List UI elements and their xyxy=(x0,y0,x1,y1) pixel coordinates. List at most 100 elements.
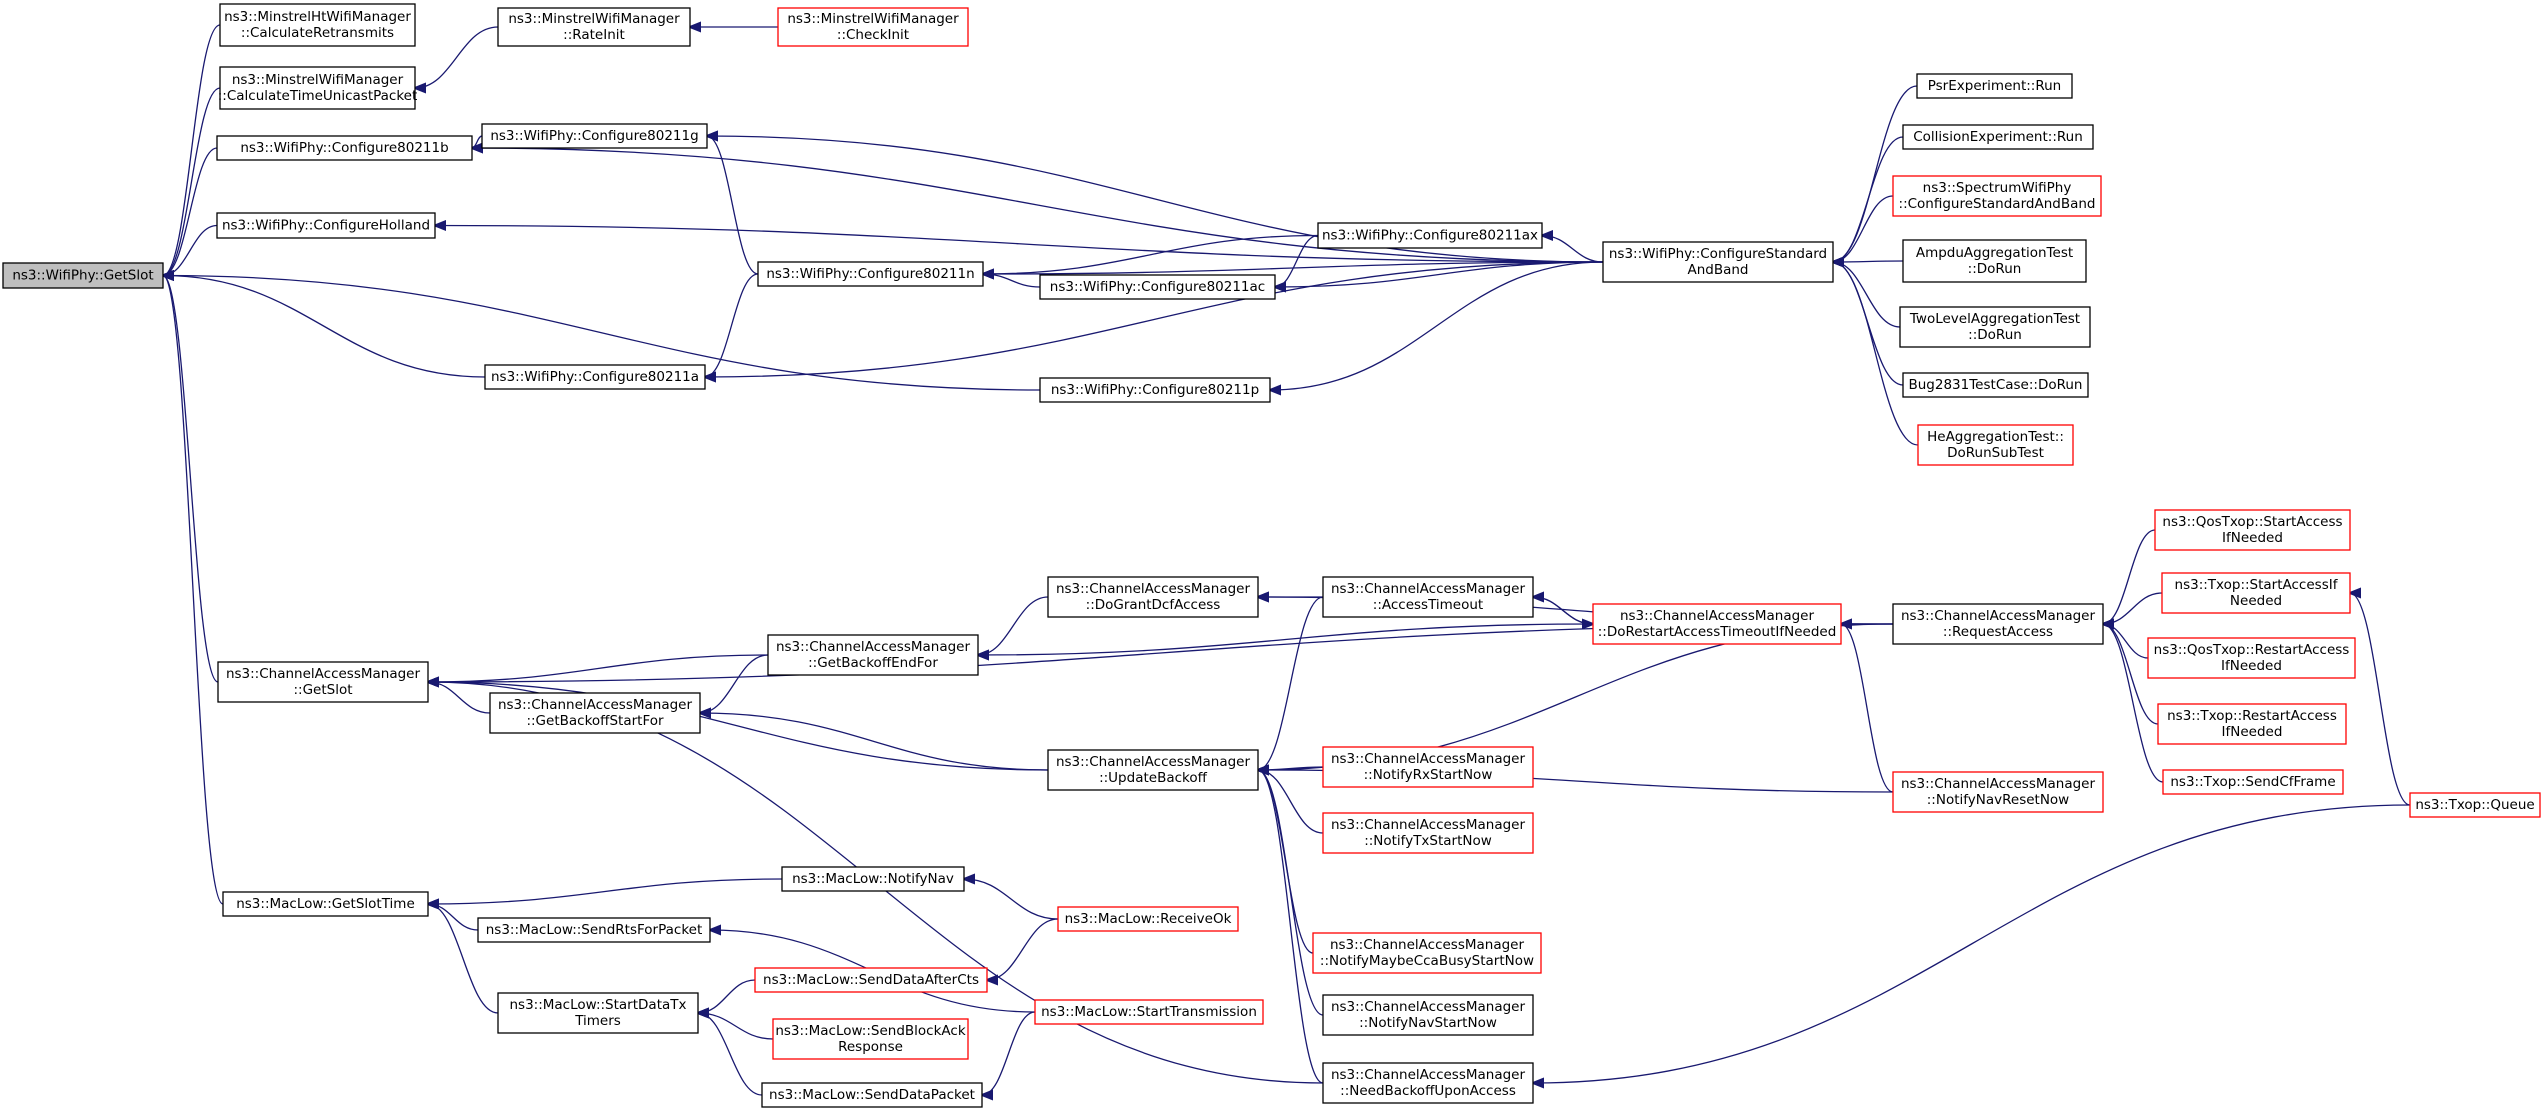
node-receiveok[interactable]: ns3::MacLow::ReceiveOk xyxy=(1057,906,1239,932)
node-senddataaftercts[interactable]: ns3::MacLow::SendDataAfterCts xyxy=(754,967,988,993)
node-label: ::NeedBackoffUponAccess xyxy=(1340,1083,1516,1099)
node-label: ::UpdateBackoff xyxy=(1099,770,1208,786)
node-csab[interactable]: ns3::WifiPhy::ConfigureStandardAndBand xyxy=(1602,241,1834,283)
node-c80211ax[interactable]: ns3::WifiPhy::Configure80211ax xyxy=(1317,222,1543,249)
node-starttx[interactable]: ns3::MacLow::StartTransmission xyxy=(1034,999,1264,1025)
edge-csab-to-c80211b xyxy=(472,148,1604,263)
node-c80211g[interactable]: ns3::WifiPhy::Configure80211g xyxy=(481,123,708,149)
node-label: ::DoRun xyxy=(1968,261,2022,277)
node-box xyxy=(216,212,436,239)
node-label: ns3::WifiPhy::Configure80211p xyxy=(1051,382,1259,398)
node-box xyxy=(1057,906,1239,932)
node-label: ns3::WifiPhy::Configure80211n xyxy=(766,266,974,282)
node-label: ns3::MinstrelHtWifiManager xyxy=(224,9,411,25)
node-box xyxy=(1602,241,1834,283)
node-getslottime[interactable]: ns3::MacLow::GetSlotTime xyxy=(222,891,429,917)
node-bug2831[interactable]: Bug2831TestCase::DoRun xyxy=(1902,372,2089,398)
edge-accesstimeout-to-dorestart xyxy=(1532,596,1593,624)
node-label: ns3::ChannelAccessManager xyxy=(226,666,421,682)
node-label: CollisionExperiment::Run xyxy=(1913,129,2083,145)
node-ampdu[interactable]: AmpduAggregationTest::DoRun xyxy=(1902,239,2087,283)
edge-rateinit-to-minstrelcalc xyxy=(415,26,499,88)
node-c80211b[interactable]: ns3::WifiPhy::Configure80211b xyxy=(216,135,473,161)
node-notifynavreset[interactable]: ns3::ChannelAccessManager::NotifyNavRese… xyxy=(1892,771,2104,813)
node-txop_sendcf[interactable]: ns3::Txop::SendCfFrame xyxy=(2162,769,2344,795)
node-layer: ns3::WifiPhy::GetSlot ns3::MinstrelHtWifi… xyxy=(2,3,2541,1108)
node-box xyxy=(2409,792,2541,818)
node-label: ns3::MinstrelWifiManager xyxy=(232,72,404,88)
node-notifynav[interactable]: ns3::ChannelAccessManager::NotifyNavStar… xyxy=(1322,994,1534,1036)
node-rateinit[interactable]: ns3::MinstrelWifiManager::RateInit xyxy=(497,7,691,47)
edge-csab-to-c80211a xyxy=(705,261,1604,377)
node-accesstimeout[interactable]: ns3::ChannelAccessManager::AccessTimeout xyxy=(1322,576,1534,618)
node-box xyxy=(1592,603,1842,645)
edge-minstrelcalc-to-getslot xyxy=(163,87,221,276)
edge-getbackoffstart-to-cam_getslot xyxy=(428,682,491,714)
node-label: ::DoGrantDcfAccess xyxy=(1086,597,1221,613)
node-label: DoRunSubTest xyxy=(1947,445,2044,461)
node-label: ns3::MacLow::GetSlotTime xyxy=(236,896,415,912)
node-cam_getslot[interactable]: ns3::ChannelAccessManager::GetSlot xyxy=(217,661,429,703)
node-psr[interactable]: PsrExperiment::Run xyxy=(1916,73,2073,99)
node-requestaccess[interactable]: ns3::ChannelAccessManager::RequestAccess xyxy=(1892,603,2104,645)
node-notifynav_mac[interactable]: ns3::MacLow::NotifyNav xyxy=(781,866,965,892)
node-box xyxy=(777,7,969,47)
node-updatebackoff[interactable]: ns3::ChannelAccessManager::UpdateBackoff xyxy=(1047,749,1259,791)
node-label: ns3::WifiPhy::GetSlot xyxy=(12,268,153,284)
node-box xyxy=(1892,771,2104,813)
node-label: ::GetBackoffStartFor xyxy=(526,713,664,729)
node-label: ns3::MacLow::StartTransmission xyxy=(1041,1004,1257,1020)
node-dorestart[interactable]: ns3::ChannelAccessManager::DoRestartAcce… xyxy=(1592,603,1842,645)
node-needbackoff[interactable]: ns3::ChannelAccessManager::NeedBackoffUp… xyxy=(1322,1062,1534,1104)
node-box xyxy=(2162,769,2344,795)
node-heagg[interactable]: HeAggregationTest::DoRunSubTest xyxy=(1917,424,2074,466)
node-checkinit[interactable]: ns3::MinstrelWifiManager::CheckInit xyxy=(777,7,969,47)
node-getbackoffend[interactable]: ns3::ChannelAccessManager::GetBackoffEnd… xyxy=(767,634,979,676)
node-c80211n[interactable]: ns3::WifiPhy::Configure80211n xyxy=(757,261,984,287)
node-label: ns3::MacLow::ReceiveOk xyxy=(1065,911,1232,927)
node-spectrum[interactable]: ns3::SpectrumWifiPhy::ConfigureStandardA… xyxy=(1892,175,2102,217)
edge-notifynav_mac-to-getslottime xyxy=(428,878,783,904)
node-c80211ac[interactable]: ns3::WifiPhy::Configure80211ac xyxy=(1039,274,1276,300)
edge-txop_queue-to-needbackoff xyxy=(1533,804,2411,1083)
node-notifycca[interactable]: ns3::ChannelAccessManager::NotifyMaybeCc… xyxy=(1312,932,1542,974)
node-notifyrx[interactable]: ns3::ChannelAccessManager::NotifyRxStart… xyxy=(1322,746,1534,788)
node-label: PsrExperiment::Run xyxy=(1928,78,2061,94)
node-c80211p[interactable]: ns3::WifiPhy::Configure80211p xyxy=(1039,377,1271,403)
node-dogrant[interactable]: ns3::ChannelAccessManager::DoGrantDcfAcc… xyxy=(1047,576,1259,618)
node-box xyxy=(1916,73,2073,99)
node-box xyxy=(1322,812,1534,854)
node-box xyxy=(497,7,691,47)
node-getbackoffstart[interactable]: ns3::ChannelAccessManager::GetBackoffSta… xyxy=(489,692,701,734)
node-box xyxy=(1902,124,2094,150)
edge-c80211ax-to-c80211ac xyxy=(1275,234,1319,288)
node-holland[interactable]: ns3::WifiPhy::ConfigureHolland xyxy=(216,212,436,239)
node-senddatapacket[interactable]: ns3::MacLow::SendDataPacket xyxy=(761,1082,983,1108)
node-sendrts[interactable]: ns3::MacLow::SendRtsForPacket xyxy=(477,917,711,943)
node-c80211a[interactable]: ns3::WifiPhy::Configure80211a xyxy=(484,364,706,390)
edge-receiveok-to-notifynav_mac xyxy=(964,879,1059,920)
node-label: HeAggregationTest:: xyxy=(1927,429,2064,445)
node-label: ::DoRestartAccessTimeoutIfNeeded xyxy=(1598,624,1837,640)
edge-updatebackoff-to-getbackoffstart xyxy=(700,713,1049,771)
node-minstrelcalc[interactable]: ns3::MinstrelWifiManager::CalculateTimeU… xyxy=(218,66,418,110)
node-getslot[interactable]: ns3::WifiPhy::GetSlot xyxy=(2,262,164,289)
node-twolevel[interactable]: TwoLevelAggregationTest::DoRun xyxy=(1899,306,2091,348)
node-box xyxy=(2154,509,2351,551)
node-label: ns3::ChannelAccessManager xyxy=(776,639,971,655)
node-notifytx[interactable]: ns3::ChannelAccessManager::NotifyTxStart… xyxy=(1322,812,1534,854)
node-label: ns3::WifiPhy::Configure80211ax xyxy=(1322,228,1538,244)
node-txop_queue[interactable]: ns3::Txop::Queue xyxy=(2409,792,2541,818)
node-label: IfNeeded xyxy=(2221,658,2282,674)
node-label: ::NotifyRxStartNow xyxy=(1364,767,1493,783)
node-collision[interactable]: CollisionExperiment::Run xyxy=(1902,124,2094,150)
node-label: ns3::WifiPhy::Configure80211b xyxy=(240,140,448,156)
node-minstrelht[interactable]: ns3::MinstrelHtWifiManager::CalculateRet… xyxy=(219,3,416,47)
node-label: ::RequestAccess xyxy=(1943,624,2053,640)
